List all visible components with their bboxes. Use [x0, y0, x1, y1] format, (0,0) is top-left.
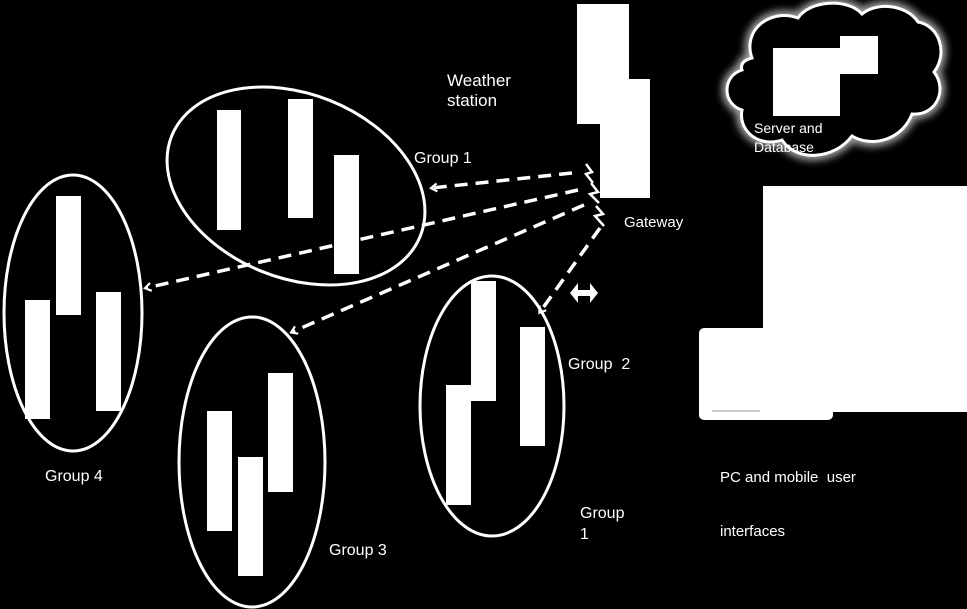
- double-arrow-icon: [570, 283, 598, 303]
- server-line-1: Server and: [754, 120, 823, 136]
- sensor-node: [288, 99, 313, 218]
- server-database-label: Server and Database: [754, 120, 822, 156]
- group-4-label: Group 4: [45, 468, 103, 485]
- gateway-label: Gateway: [624, 214, 684, 231]
- sensor-node: [520, 327, 545, 446]
- database-block: [840, 36, 878, 74]
- user-interfaces: [699, 186, 967, 420]
- group-2-cluster: [418, 274, 566, 538]
- cloud-icon: [722, 0, 946, 161]
- group-4-ellipse: [2, 173, 144, 453]
- wireless-links: [143, 171, 602, 335]
- group-1-bottom-label: Group 1: [580, 504, 624, 544]
- group-3-cluster: [177, 315, 327, 609]
- sensor-node: [25, 300, 50, 419]
- pc-mobile-line-2: interfaces: [720, 523, 786, 540]
- weather-station-label: Weather station: [447, 71, 511, 112]
- link-gateway-group3: [289, 203, 585, 335]
- server-block: [773, 48, 840, 116]
- group-3-ellipse: [177, 315, 327, 609]
- gateway-device: [577, 4, 650, 198]
- sensor-node: [217, 110, 241, 230]
- pc-mobile-line-1: PC and mobile user: [720, 469, 856, 486]
- lightning-zigzag-icon: [583, 163, 606, 227]
- mobile-interface-block: [763, 186, 967, 412]
- group-4-cluster: [2, 173, 144, 453]
- sensor-node: [207, 411, 232, 531]
- link-gateway-group1: [429, 171, 573, 193]
- sensor-node: [238, 457, 263, 576]
- group-2-label: Group 2: [568, 356, 631, 373]
- weather-station-line-1: Weather: [447, 71, 511, 90]
- group-1-ellipse: [165, 85, 427, 287]
- pc-mobile-label: PC and mobile user interfaces: [720, 433, 856, 559]
- group-2-ellipse: [418, 274, 566, 538]
- gateway-block: [600, 79, 650, 198]
- group-1-bottom-line-2: 1: [580, 526, 589, 544]
- server-line-2: Database: [754, 138, 814, 155]
- group-1-bottom-line-1: Group: [580, 505, 625, 522]
- sensor-node: [268, 373, 293, 492]
- sensor-node: [56, 196, 81, 315]
- sensor-node: [471, 281, 496, 401]
- sensor-node: [446, 385, 471, 505]
- link-gateway-group4: [143, 188, 579, 292]
- link-gateway-group2: [538, 226, 602, 315]
- weather-station-line-2: station: [447, 91, 498, 111]
- group-1-cluster: [165, 85, 427, 287]
- group-1-label: Group 1: [414, 150, 472, 167]
- sensor-node: [334, 155, 359, 274]
- group-3-label: Group 3: [329, 542, 387, 559]
- sensor-node: [96, 292, 121, 411]
